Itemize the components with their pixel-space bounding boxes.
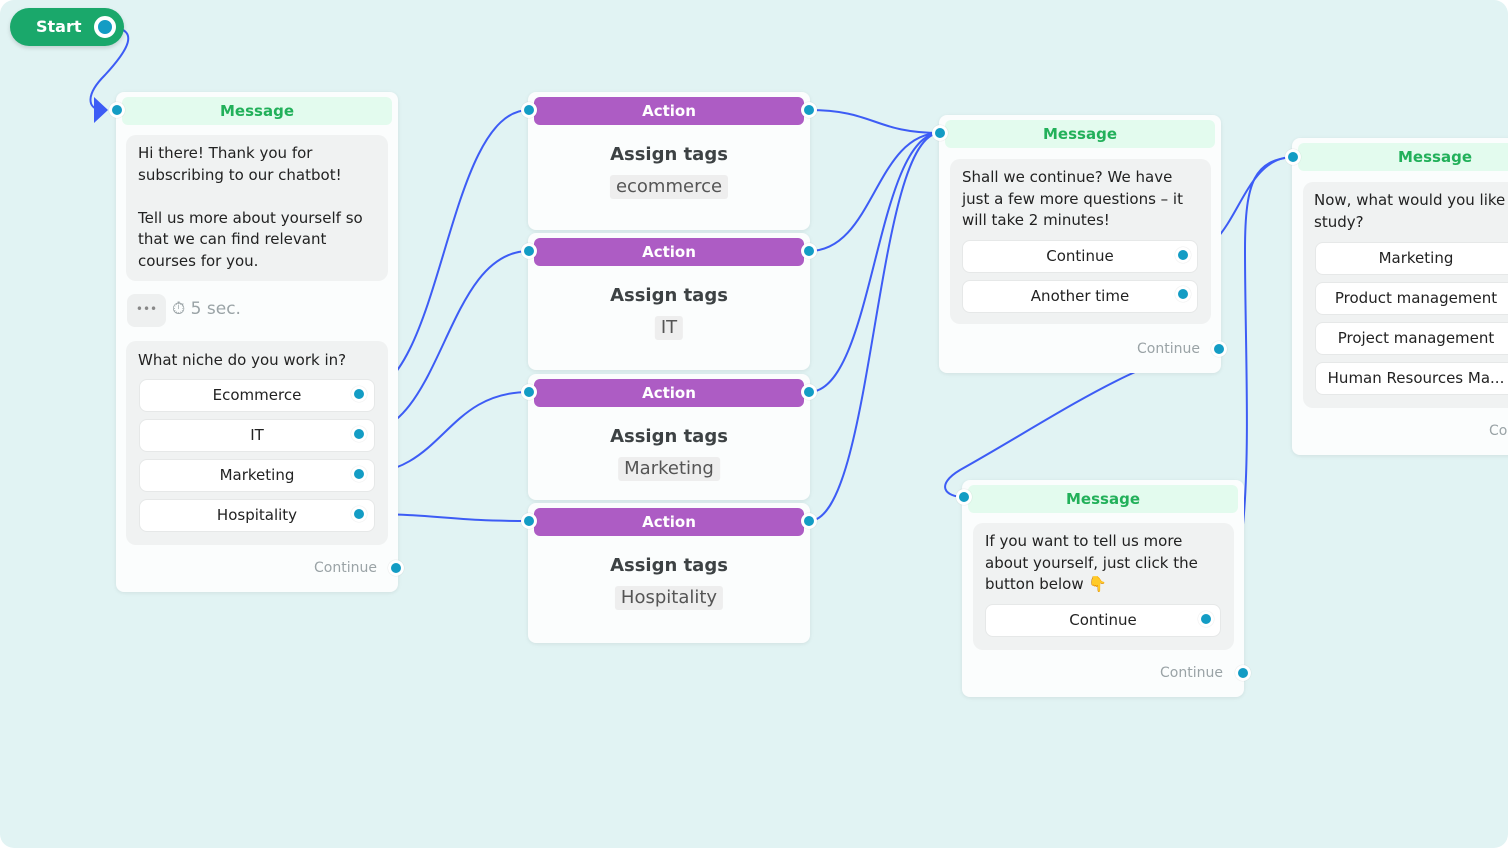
answer-button-it[interactable]: IT (139, 419, 375, 452)
stopwatch-icon: ⏱ (172, 299, 186, 319)
action1-output-connector[interactable] (801, 102, 817, 118)
option-button-human-resources[interactable]: Human Resources Ma... (1315, 362, 1508, 395)
answer-button-hospitality[interactable]: Hospitality (139, 499, 375, 532)
action1-input-connector[interactable] (521, 102, 537, 118)
message-text: Shall we continue? We have just a few mo… (962, 168, 1183, 229)
delay: ⏱ 5 sec. (172, 299, 241, 319)
answer-button-marketing[interactable]: Marketing (139, 459, 375, 492)
continue-label: Continue (1489, 423, 1508, 439)
question-block: What niche do you work in? Ecommerce IT … (126, 341, 388, 545)
continue-label: Continue (314, 560, 377, 576)
message-header: Message (122, 97, 392, 125)
msg4-continue-btn-output-connector[interactable] (1198, 611, 1214, 627)
continue-button[interactable]: Continue (962, 240, 1198, 273)
message-node-2[interactable]: Message Shall we continue? We have just … (939, 115, 1221, 373)
continue-label: Continue (1160, 665, 1223, 681)
answer-button-ecommerce[interactable]: Ecommerce (139, 379, 375, 412)
option-button-marketing[interactable]: Marketing (1315, 242, 1508, 275)
continue-label: Continue (1137, 341, 1200, 357)
message-block: Now, what would you like to study? Marke… (1303, 182, 1508, 408)
message-text: Now, what would you like to study? (1314, 191, 1508, 231)
tag-badge: IT (654, 316, 684, 340)
msg2-input-connector[interactable] (932, 125, 948, 141)
msg3-input-connector[interactable] (1285, 149, 1301, 165)
action2-output-connector[interactable] (801, 243, 817, 259)
msg1-input-connector[interactable] (109, 102, 125, 118)
action-title: Assign tags (610, 144, 728, 165)
action3-input-connector[interactable] (521, 384, 537, 400)
action-title: Assign tags (610, 555, 728, 576)
option-button-project-management[interactable]: Project management (1315, 322, 1508, 355)
start-label: Start (36, 17, 82, 36)
message-node-1[interactable]: Message Hi there! Thank you for subscrib… (116, 92, 398, 592)
action-node-2[interactable]: Action Assign tags IT (528, 233, 810, 370)
message-header: Message (1298, 143, 1508, 171)
action3-output-connector[interactable] (801, 384, 817, 400)
msg1-continue-output-connector[interactable] (388, 560, 404, 576)
question-text: What niche do you work in? (138, 351, 347, 369)
message-text: Hi there! Thank you for subscribing to o… (126, 135, 388, 281)
message-block: Shall we continue? We have just a few mo… (950, 159, 1211, 324)
action4-output-connector[interactable] (801, 513, 817, 529)
msg2-continue-output-connector[interactable] (1211, 341, 1227, 357)
tag-badge: ecommerce (609, 175, 729, 199)
message-header: Message (945, 120, 1215, 148)
action-header: Action (534, 379, 804, 407)
edge-action1-msg2 (808, 109, 941, 134)
delay-value: 5 sec. (190, 299, 241, 319)
ecommerce-output-connector[interactable] (351, 386, 367, 402)
another-time-button[interactable]: Another time (962, 280, 1198, 313)
msg4-input-connector[interactable] (956, 489, 972, 505)
ellipsis-icon: ••• (135, 302, 158, 316)
marketing-output-connector[interactable] (351, 466, 367, 482)
action-header: Action (534, 97, 804, 125)
message-text: If you want to tell us more about yourse… (985, 532, 1198, 593)
msg2-continue-btn-output-connector[interactable] (1175, 247, 1191, 263)
start-output-connector[interactable] (94, 16, 116, 38)
action-node-1[interactable]: Action Assign tags ecommerce (528, 92, 810, 230)
action-title: Assign tags (610, 426, 728, 447)
message-node-4[interactable]: Message If you want to tell us more abou… (962, 480, 1244, 697)
action-node-3[interactable]: Action Assign tags Marketing (528, 374, 810, 500)
start-node[interactable]: Start (10, 8, 124, 46)
arrow-icon (94, 97, 108, 123)
continue-button[interactable]: Continue (985, 604, 1221, 637)
msg2-another-time-output-connector[interactable] (1175, 286, 1191, 302)
edge-action2-msg2 (808, 132, 941, 252)
option-button-product-management[interactable]: Product management (1315, 282, 1508, 315)
it-output-connector[interactable] (351, 426, 367, 442)
message-header: Message (968, 485, 1238, 513)
action4-input-connector[interactable] (521, 513, 537, 529)
tag-badge: Hospitality (614, 586, 724, 610)
tag-badge: Marketing (618, 457, 720, 481)
action-title: Assign tags (610, 285, 728, 306)
action-header: Action (534, 508, 804, 536)
action2-input-connector[interactable] (521, 243, 537, 259)
message-block: If you want to tell us more about yourse… (973, 523, 1234, 650)
action-header: Action (534, 238, 804, 266)
edge-action3-msg2 (808, 132, 941, 393)
typing-indicator: ••• (127, 294, 166, 327)
action-node-4[interactable]: Action Assign tags Hospitality (528, 503, 810, 643)
hospitality-output-connector[interactable] (351, 506, 367, 522)
message-node-3[interactable]: Message Now, what would you like to stud… (1292, 138, 1508, 455)
msg4-continue-output-connector[interactable] (1235, 665, 1251, 681)
edge-action4-msg2 (808, 132, 941, 522)
